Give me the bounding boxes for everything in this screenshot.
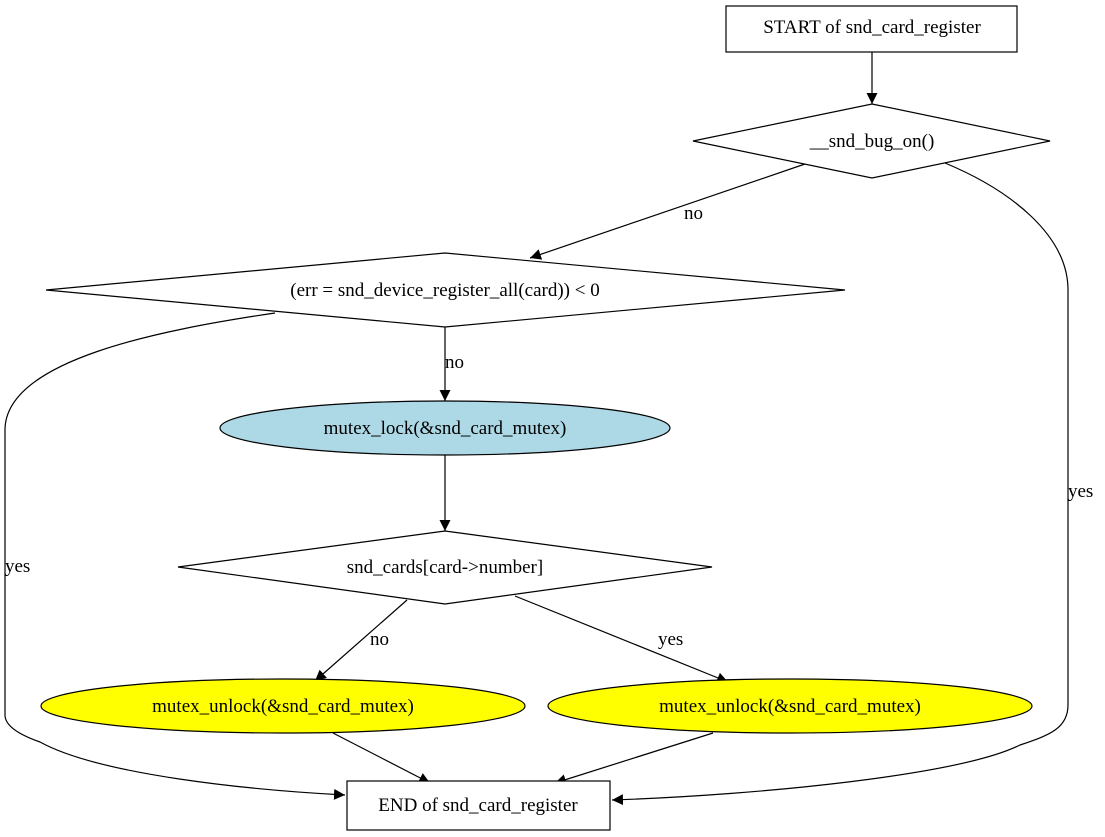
svg-text:mutex_unlock(&snd_card_mutex): mutex_unlock(&snd_card_mutex) (152, 696, 414, 717)
node-unlock-no: mutex_unlock(&snd_card_mutex) (40, 678, 526, 734)
svg-text:mutex_lock(&snd_card_mutex): mutex_lock(&snd_card_mutex) (324, 418, 567, 439)
node-end: END of snd_card_register (346, 780, 611, 831)
node-cards-check: snd_cards[card->number] (177, 530, 713, 605)
edge-cards-check-unlock-yes: yes (514, 595, 729, 683)
node-err-check: (err = snd_device_register_all(card)) < … (45, 252, 846, 328)
edge-label-no: no (445, 352, 464, 373)
edge-bug-on-end: yes (611, 162, 1093, 806)
edge-label-no: no (370, 629, 389, 650)
svg-text:snd_cards[card->number]: snd_cards[card->number] (347, 557, 543, 578)
edge-cards-check-unlock-no: no (314, 599, 408, 682)
edge-err-check-end: yes (4, 312, 346, 800)
node-start: START of snd_card_register (725, 5, 1018, 53)
node-bug-on: __snd_bug_on() (692, 103, 1051, 179)
edge-label-yes: yes (5, 556, 30, 577)
edge-unlock-yes-end (554, 732, 714, 785)
edge-label-yes: yes (658, 629, 683, 650)
svg-text:END of snd_card_register: END of snd_card_register (378, 795, 578, 816)
node-mutex-lock: mutex_lock(&snd_card_mutex) (219, 400, 671, 456)
edge-label-yes: yes (1068, 481, 1093, 502)
node-unlock-yes: mutex_unlock(&snd_card_mutex) (547, 678, 1033, 734)
svg-text:(err = snd_device_register_all: (err = snd_device_register_all(card)) < … (290, 280, 599, 301)
edge-err-check-mutex-lock: no (439, 327, 464, 401)
edge-label-no: no (684, 203, 703, 224)
svg-text:__snd_bug_on(): __snd_bug_on() (809, 131, 935, 152)
edge-bug-on-err-check: no (529, 163, 806, 260)
svg-text:START of snd_card_register: START of snd_card_register (763, 17, 981, 38)
svg-text:mutex_unlock(&snd_card_mutex): mutex_unlock(&snd_card_mutex) (659, 696, 921, 717)
edge-unlock-no-end (332, 732, 431, 784)
